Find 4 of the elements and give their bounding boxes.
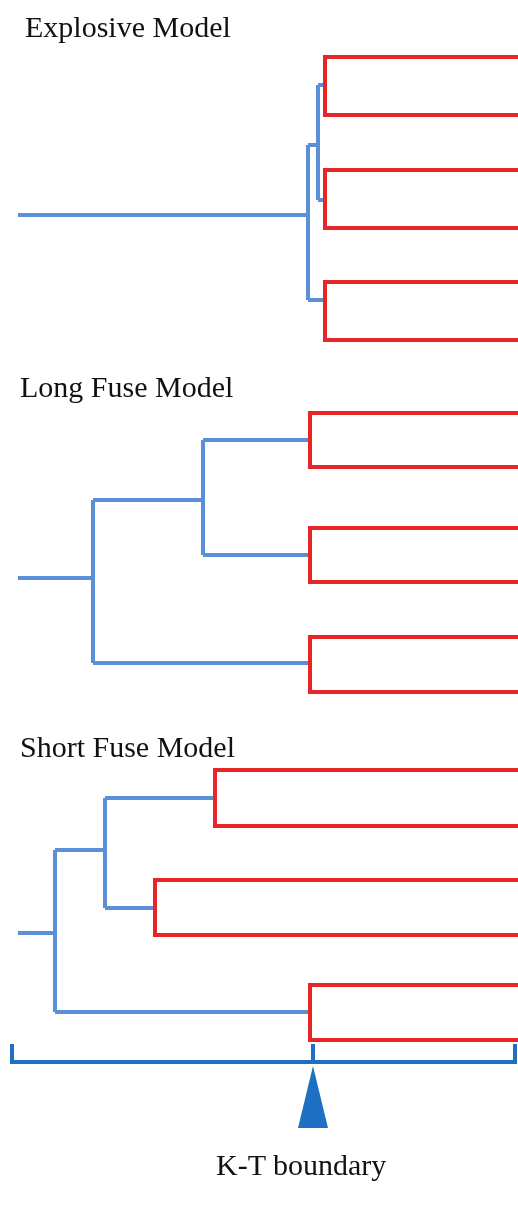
model-title: Short Fuse Model [20, 732, 235, 762]
model-title: Explosive Model [25, 12, 231, 42]
model-title: Long Fuse Model [20, 372, 234, 402]
boundary-label: K-T boundary [216, 1150, 387, 1180]
